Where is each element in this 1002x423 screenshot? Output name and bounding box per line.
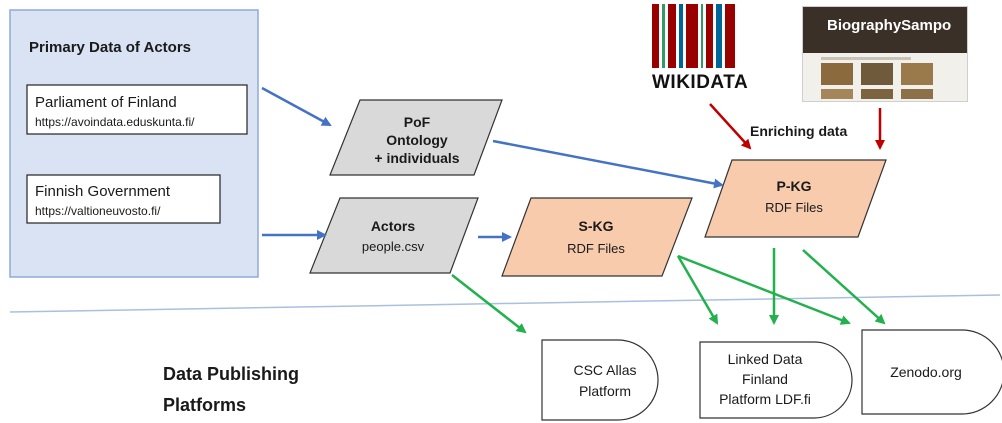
wikidata-bar (652, 4, 659, 68)
wikidata-bar (679, 4, 684, 68)
pkg-subtitle: RDF Files (765, 200, 823, 215)
biographysampo-header (803, 7, 967, 53)
thumbnail-text-line (821, 57, 911, 60)
source-url: https://avoindata.eduskunta.fi/ (35, 115, 195, 129)
actors-title: Actors (371, 218, 416, 234)
pof-ontology-node: PoF Ontology + individuals (329, 99, 503, 176)
source-name: Finnish Government (35, 183, 171, 200)
pof-line-1: PoF (404, 114, 431, 130)
thumbnail-card (861, 63, 893, 85)
wikidata-logo: WIKIDATA (652, 4, 770, 100)
blue-arrows (261, 86, 724, 242)
platform-label: CSC Allas (573, 362, 636, 378)
platform-zenodo: Zenodo.org (861, 329, 1002, 415)
arrow-pof-to-pkg (492, 139, 724, 189)
primary-data-panel: Primary Data of Actors Parliament of Fin… (9, 9, 259, 278)
arrow-skg-to-ldf (676, 255, 719, 325)
arrow-wikidata-to-pkg (709, 103, 752, 150)
biographysampo-screenshot: BiographySampo (802, 6, 968, 102)
actors-file: people.csv (362, 239, 425, 254)
platform-csc-allas: CSC Allas Platform (541, 339, 659, 421)
pkg-title: P-KG (777, 178, 812, 194)
publishing-title-line-1: Data Publishing (163, 364, 299, 384)
enriching-data-label: Enriching data (750, 123, 847, 139)
actors-node: Actors people.csv (309, 197, 479, 274)
thumbnail-card (821, 89, 853, 99)
platform-label: Linked Data (728, 351, 803, 367)
arrow-primary-to-pof (261, 86, 332, 127)
platform-label: Finland (742, 371, 788, 387)
thumbnail-card (861, 89, 893, 99)
thumbnail-card (821, 63, 853, 85)
skg-title: S-KG (579, 218, 614, 234)
platform-linked-data-finland: Linked Data Finland Platform LDF.fi (699, 341, 853, 419)
wikidata-bar (716, 4, 722, 68)
thumbnail-card (901, 89, 933, 99)
platform-label: Zenodo.org (890, 364, 962, 380)
arrow-pkg-to-zenodo (802, 249, 886, 325)
pof-line-3: + individuals (374, 150, 459, 166)
platform-label: Platform LDF.fi (719, 391, 811, 407)
source-url: https://valtioneuvosto.fi/ (35, 204, 161, 218)
source-name: Parliament of Finland (35, 94, 177, 111)
pof-line-2: Ontology (386, 132, 448, 148)
wikidata-bar (662, 4, 665, 68)
arrow-skg-to-zenodo (677, 254, 851, 325)
wikidata-bar (700, 4, 704, 68)
primary-data-title: Primary Data of Actors (29, 39, 191, 56)
red-arrows (709, 103, 885, 150)
green-arrows (451, 248, 886, 334)
wikidata-bar (667, 4, 677, 68)
pkg-node: P-KG RDF Files (704, 159, 887, 238)
thumbnail-card (901, 63, 933, 85)
wikidata-bar (706, 4, 714, 68)
wikidata-barcode-icon (652, 4, 770, 68)
arrow-actors-to-csc (451, 274, 527, 334)
platform-label: Platform (579, 383, 631, 399)
wikidata-bar (686, 4, 698, 68)
wikidata-logo-text: WIKIDATA (652, 72, 749, 93)
skg-subtitle: RDF Files (567, 241, 625, 256)
section-divider (9, 294, 1001, 313)
wikidata-bar (724, 4, 735, 68)
source-box-government: Finnish Government https://valtioneuvost… (26, 174, 221, 224)
skg-node: S-KG RDF Files (501, 197, 693, 277)
source-box-parliament: Parliament of Finland https://avoindata.… (26, 84, 248, 135)
publishing-title-line-2: Platforms (163, 395, 246, 415)
biographysampo-title: BiographySampo (827, 17, 952, 34)
